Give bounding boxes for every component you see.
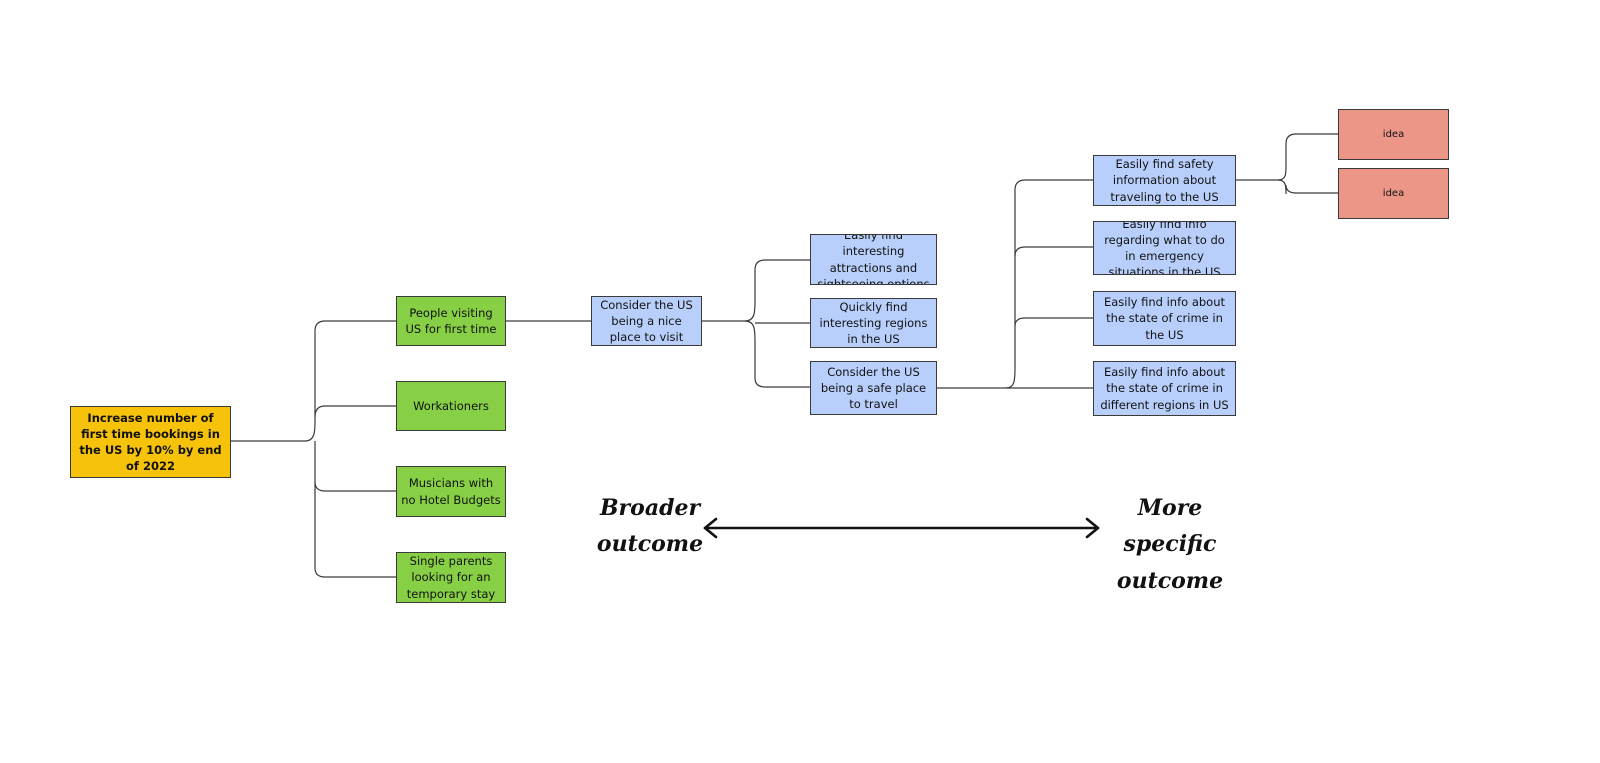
goal-node: Increase number of first time bookings i…: [70, 406, 231, 478]
opportunity-single-parents: Single parents looking for an temporary …: [396, 552, 506, 603]
connector-safe-safety-info: [1005, 179, 1093, 389]
connector-idea-1: [1277, 133, 1338, 181]
connector-safe-crime-state: [1014, 317, 1093, 327]
scale-arrow-right-head: [1085, 517, 1100, 539]
connector-goal-workationers: [314, 405, 396, 418]
connector-idea-2: [1277, 179, 1338, 195]
outcome-regions: Quickly find interesting regions in the …: [810, 298, 937, 348]
outcome-emergency-info: Easily find info regarding what to do in…: [1093, 221, 1236, 275]
outcome-crime-state: Easily find info about the state of crim…: [1093, 291, 1236, 346]
connector-nice-place-safe: [744, 320, 810, 388]
idea-node-2: idea: [1338, 168, 1449, 219]
outcome-safe-place: Consider the US being a safe place to tr…: [810, 361, 937, 415]
outcome-attractions: Easily find interesting attractions and …: [810, 234, 937, 285]
opportunity-workationers: Workationers: [396, 381, 506, 431]
broader-outcome-label: Broader outcome: [596, 495, 704, 558]
connector-goal-bracket: [304, 320, 396, 442]
outcome-safety-info: Easily find safety information about tra…: [1093, 155, 1236, 206]
scale-arrow-left-head: [703, 517, 718, 539]
opportunity-first-time-visitors: People visiting US for first time: [396, 296, 506, 346]
outcome-nice-place: Consider the US being a nice place to vi…: [591, 296, 702, 346]
connector-safe-emergency: [1014, 246, 1093, 257]
outcome-crime-regions: Easily find info about the state of crim…: [1093, 361, 1236, 416]
more-specific-outcome-label: More specific outcome: [1116, 495, 1224, 594]
opportunity-musicians: Musicians with no Hotel Budgets: [396, 466, 506, 517]
connector-goal-single-parents: [314, 482, 396, 578]
idea-node-1: idea: [1338, 109, 1449, 160]
connector-nice-place-attractions: [744, 259, 810, 322]
connector-goal-musicians: [314, 441, 396, 492]
